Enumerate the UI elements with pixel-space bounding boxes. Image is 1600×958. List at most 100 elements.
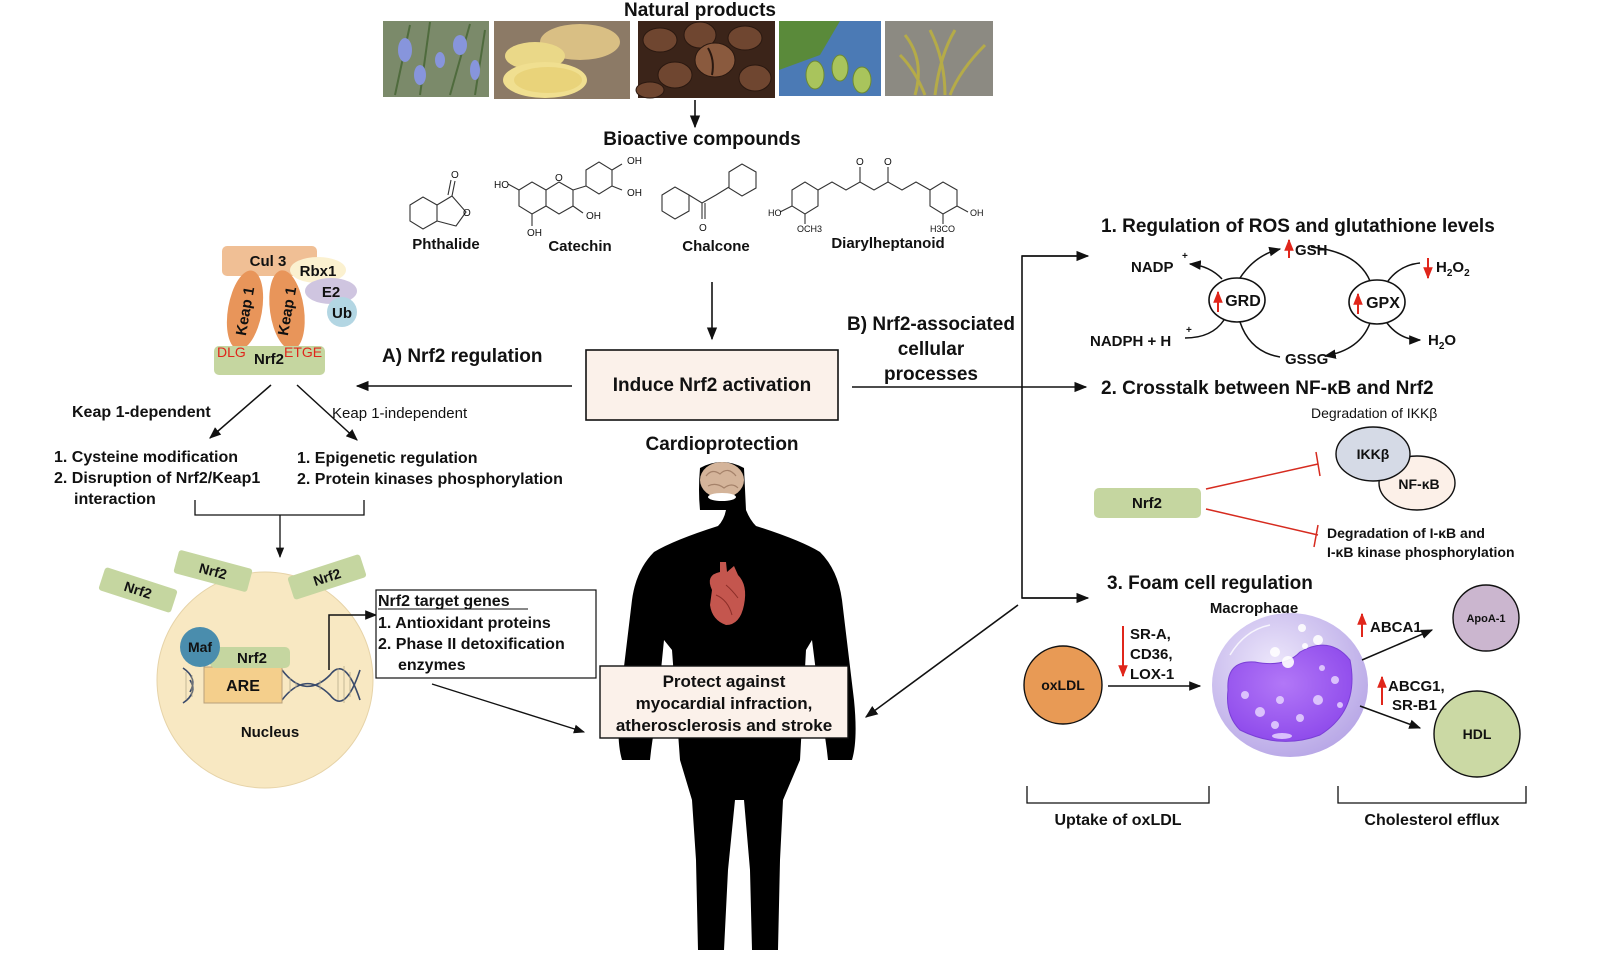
brain-icon (700, 462, 744, 501)
foam-cell-heading: 3. Foam cell regulation (1107, 573, 1313, 594)
svg-text:HO: HO (768, 208, 782, 218)
heart-icon (709, 562, 746, 625)
induce-nrf2-label: Induce Nrf2 activation (613, 375, 812, 396)
keap-branch-arrows (209, 384, 358, 441)
svg-text:SR-B1: SR-B1 (1392, 697, 1437, 714)
ginger-image (494, 21, 630, 99)
induce-nrf2-box: Induce Nrf2 activation (585, 349, 839, 421)
svg-text:HDL: HDL (1463, 726, 1492, 742)
svg-text:HO: HO (494, 180, 509, 191)
svg-text:GPX: GPX (1366, 295, 1400, 312)
svg-text:GSH: GSH (1295, 242, 1328, 259)
chalcone-structure (661, 163, 757, 220)
compound-catechin: Catechin (548, 238, 611, 255)
svg-text:Ub: Ub (332, 305, 352, 322)
svg-text:enzymes: enzymes (398, 657, 466, 674)
keap1-cul3-complex: Cul 3 Rbx1 E2 Ub Keap 1 Keap 1 DLG Nrf2 … (214, 246, 357, 375)
svg-text:O: O (451, 170, 459, 181)
keap1-independent-list: 1. Epigenetic regulation 2. Protein kina… (297, 450, 563, 488)
ub-circle (327, 297, 357, 327)
keap1-right (269, 270, 305, 350)
efflux-label: Cholesterol efflux (1364, 812, 1499, 829)
ikk-beta-ellipse (1335, 426, 1411, 482)
svg-text:+: + (1186, 325, 1192, 336)
oxldl-particle (1023, 645, 1103, 725)
efflux-bracket (1337, 786, 1527, 804)
h2o2-label: H2O2 (1436, 259, 1470, 279)
cardioprotection-heading: Cardioprotection (645, 434, 798, 455)
svg-text:O: O (463, 208, 471, 219)
apoa1-particle (1452, 584, 1520, 652)
svg-text:OH: OH (627, 188, 642, 199)
compound-chalcone: Chalcone (682, 238, 750, 255)
svg-text:Nrf2 target genes: Nrf2 target genes (378, 593, 510, 610)
are-block (203, 666, 283, 704)
svg-text:DLG: DLG (217, 344, 246, 360)
svg-text:Degradation of IKKβ: Degradation of IKKβ (1311, 405, 1437, 421)
svg-text:1. Cysteine modification: 1. Cysteine modification (54, 449, 238, 466)
svg-text:2. Phase II detoxification: 2. Phase II detoxification (378, 636, 565, 653)
rbx1-ellipse (290, 257, 346, 283)
svg-text:O: O (856, 157, 864, 168)
arrow-to-apoa1 (1361, 629, 1434, 661)
branch-connectors (852, 250, 1090, 718)
svg-text:H3CO: H3CO (930, 224, 955, 234)
svg-text:2. Protein kinases phosphoryla: 2. Protein kinases phosphorylation (297, 471, 563, 488)
svg-text:atherosclerosis and stroke: atherosclerosis and stroke (616, 716, 832, 735)
merge-bracket (194, 500, 365, 559)
svg-text:LOX-1: LOX-1 (1130, 666, 1174, 683)
svg-text:SR-A,: SR-A, (1130, 626, 1171, 643)
svg-text:Degradation of I-κB and: Degradation of I-κB and (1327, 525, 1485, 541)
section-b-heading: B) Nrf2-associated cellular processes (847, 314, 1015, 385)
compound-names: Phthalide Catechin Chalcone Diarylheptan… (412, 235, 944, 255)
foam-cell-diagram: oxLDL SR-A, CD36, LOX-1 Macrophage ABCA1… (1023, 584, 1527, 829)
arrow-to-hdl (1359, 705, 1422, 729)
svg-text:OCH3: OCH3 (797, 224, 822, 234)
gpx-enzyme (1348, 279, 1406, 325)
rosemary-image (383, 21, 489, 97)
svg-text:1. Antioxidant proteins: 1. Antioxidant proteins (378, 615, 551, 632)
svg-text:NADP: NADP (1131, 259, 1174, 276)
crosstalk-diagram: Degradation of IKKβ IKKβ NF-κB Nrf2 Degr… (1094, 405, 1515, 560)
uptake-bracket (1026, 786, 1210, 804)
svg-text:processes: processes (884, 364, 978, 385)
protect-box: Protect against myocardial infraction, a… (599, 665, 849, 739)
svg-text:O: O (884, 157, 892, 168)
svg-text:I-κB kinase phosphorylation: I-κB kinase phosphorylation (1327, 544, 1515, 560)
svg-text:NF-κB: NF-κB (1398, 476, 1439, 492)
svg-text:2. Disruption of Nrf2/Keap1: 2. Disruption of Nrf2/Keap1 (54, 470, 260, 487)
svg-text:NADPH + H: NADPH + H (1090, 333, 1171, 350)
svg-text:Rbx1: Rbx1 (300, 263, 337, 280)
svg-text:ABCA1: ABCA1 (1370, 619, 1422, 636)
nrf2-block (214, 346, 325, 375)
svg-text:O: O (555, 173, 563, 184)
nrf2-bound-block (210, 647, 290, 668)
atom-labels: O O HO O OH OH OH OH O HO OCH3 O O H3CO … (451, 156, 984, 239)
svg-text:ApoA-1: ApoA-1 (1466, 613, 1505, 625)
h2o-label: H2O (1428, 332, 1456, 352)
arrow-genes-to-protect (431, 683, 586, 734)
svg-text:ABCG1,: ABCG1, (1388, 678, 1445, 695)
svg-text:oxLDL: oxLDL (1041, 677, 1085, 693)
nucleus: Nrf2 Nrf2 Nrf2 ARE Nrf2 Maf Nucleus (98, 550, 378, 789)
svg-text:ARE: ARE (226, 678, 260, 695)
svg-text:GRD: GRD (1225, 293, 1261, 310)
macrophage-label: Macrophage (1210, 600, 1298, 617)
receptor-labels: SR-A, CD36, LOX-1 (1118, 626, 1174, 683)
compound-phthalide: Phthalide (412, 236, 480, 253)
transcription-arrow (328, 610, 378, 670)
keap1-independent-label: Keap 1-independent (332, 405, 468, 422)
grd-enzyme (1208, 277, 1266, 323)
svg-text:Cul 3: Cul 3 (250, 253, 287, 270)
regulation-arrows (1213, 238, 1433, 314)
svg-text:E2: E2 (322, 284, 340, 301)
svg-text:Protect against: Protect against (663, 672, 786, 691)
glutathione-cycle: NADP + NADPH + H + GSH GSSG GRD GPX H2O2… (1090, 238, 1470, 368)
target-genes-box: Nrf2 target genes 1. Antioxidant protein… (375, 589, 597, 679)
svg-text:IKKβ: IKKβ (1357, 446, 1390, 462)
svg-text:interaction: interaction (74, 491, 156, 508)
svg-text:cellular: cellular (898, 339, 965, 360)
macrophage-cell (1212, 613, 1368, 757)
nucleus-label: Nucleus (241, 724, 299, 741)
